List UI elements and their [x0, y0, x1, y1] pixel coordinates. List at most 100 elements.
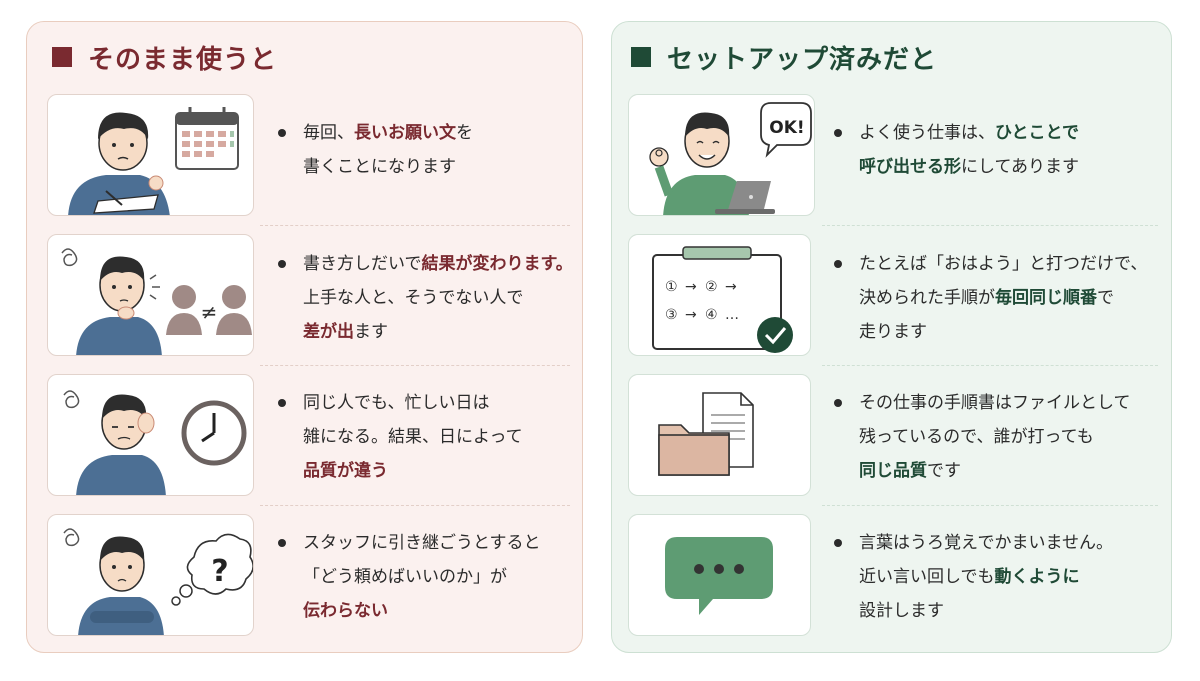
highlight-text: 呼び出せる形	[859, 157, 961, 177]
svg-text:→: →	[685, 279, 697, 295]
body-text: 残っているので、誰が打っても	[859, 427, 1094, 447]
tired-person-icon	[63, 390, 166, 495]
bullet-icon	[834, 129, 842, 137]
highlight-text: 同じ品質	[859, 461, 927, 481]
heading-square-icon	[631, 47, 651, 67]
body-text: スタッフに引き継ごうとすると	[303, 533, 541, 553]
bullet-icon	[834, 539, 842, 547]
not-equal-sign: ≠	[201, 300, 218, 324]
ok-person-icon	[649, 112, 749, 215]
solution-item-2: たとえば「おはよう」と打つだけで、決められた手順が毎回同じ順番で走ります	[834, 247, 1147, 349]
svg-text:…: …	[725, 307, 739, 323]
text-line: 品質が違う	[303, 454, 523, 488]
body-text: たとえば「おはよう」と打つだけで、	[859, 254, 1148, 274]
divider	[260, 225, 570, 226]
svg-text:③: ③	[665, 307, 678, 323]
svg-text:①: ①	[665, 279, 678, 295]
text-line: 「どう頼めばいいのか」が	[303, 560, 541, 594]
heading-square-icon	[52, 47, 72, 67]
text-line: 書き方しだいで結果が変わります。	[303, 247, 573, 281]
body-text: ます	[354, 322, 388, 342]
text-line: 近い言い回しでも動くように	[859, 560, 1113, 594]
calendar-icon	[175, 107, 239, 170]
bullet-icon	[278, 539, 286, 547]
text-line: 毎回、長いお願い文を	[303, 116, 473, 150]
clock-illustration-card	[47, 374, 254, 496]
body-text: 設計します	[859, 601, 944, 621]
highlight-text: 長いお願い文	[354, 123, 456, 143]
body-text: 書き方しだいで	[303, 254, 422, 274]
laptop-icon	[715, 181, 775, 214]
checklist-illustration-card: ① → ② → ③ → ④ …	[628, 234, 811, 356]
text-line: 差が出ます	[303, 315, 573, 349]
bullet-icon	[278, 129, 286, 137]
problem-item-2: 書き方しだいで結果が変わります。上手な人と、そうでない人で差が出ます	[278, 247, 573, 349]
highlight-text: 伝わらない	[303, 601, 388, 621]
folder-illustration-card	[628, 374, 811, 496]
highlight-text: 差が出	[303, 322, 354, 342]
bullet-icon	[834, 399, 842, 407]
solutions-heading: セットアップ済みだと	[631, 39, 937, 75]
body-text: です	[927, 461, 961, 481]
body-text: 書くことになります	[303, 157, 456, 177]
text-line: たとえば「おはよう」と打つだけで、	[859, 247, 1147, 281]
divider	[260, 505, 570, 506]
text-line: 雑になる。結果、日によって	[303, 420, 523, 454]
bullet-icon	[278, 260, 286, 268]
divider	[822, 365, 1158, 366]
chat-bubble-icon	[665, 537, 773, 615]
problem-item-3: 同じ人でも、忙しい日は雑になる。結果、日によって品質が違う	[278, 386, 523, 488]
people-compare-icon	[166, 285, 252, 335]
body-text: その仕事の手順書はファイルとして	[859, 393, 1131, 413]
ok-illustration-card: OK!	[628, 94, 815, 216]
text-line: その仕事の手順書はファイルとして	[859, 386, 1131, 420]
text-line: スタッフに引き継ごうとすると	[303, 526, 541, 560]
text-line: 残っているので、誰が打っても	[859, 420, 1131, 454]
divider	[260, 365, 570, 366]
body-text: よく使う仕事は、	[859, 123, 995, 143]
person-writing-icon	[68, 112, 170, 215]
text-line: 書くことになります	[303, 150, 473, 184]
body-text: を	[456, 123, 473, 143]
text-line: 呼び出せる形にしてあります	[859, 150, 1079, 184]
body-text: 決められた手順が	[859, 288, 995, 308]
comparison-illustration-card: ≠	[47, 234, 254, 356]
steps-list: ① → ② → ③ → ④ …	[665, 279, 739, 323]
body-text: 走ります	[859, 322, 927, 342]
divider	[822, 505, 1158, 506]
solution-item-3: その仕事の手順書はファイルとして残っているので、誰が打っても同じ品質です	[834, 386, 1131, 488]
question-illustration-card: ?	[47, 514, 254, 636]
text-line: 伝わらない	[303, 594, 541, 628]
text-line: 設計します	[859, 594, 1113, 628]
ok-speech-bubble-icon	[760, 102, 812, 158]
text-line: 走ります	[859, 315, 1147, 349]
highlight-text: 動くように	[994, 567, 1080, 587]
clipboard-icon	[652, 246, 782, 350]
text-line: 決められた手順が毎回同じ順番で	[859, 281, 1147, 315]
bullet-icon	[278, 399, 286, 407]
solution-item-1: よく使う仕事は、ひとことで呼び出せる形にしてあります	[834, 116, 1079, 184]
highlight-text: 結果が変わります。	[421, 254, 573, 274]
bullet-icon	[834, 260, 842, 268]
ok-label: OK!	[769, 118, 804, 138]
writing-illustration-card	[47, 94, 254, 216]
solution-item-4: 言葉はうろ覚えでかまいません。近い言い回しでも動くように設計します	[834, 526, 1113, 628]
highlight-text: 毎回同じ順番	[995, 288, 1097, 308]
problem-item-1: 毎回、長いお願い文を書くことになります	[278, 116, 473, 184]
question-mark: ?	[211, 554, 228, 589]
highlight-text: 品質が違う	[303, 461, 388, 481]
body-text: 雑になる。結果、日によって	[303, 427, 523, 447]
chat-illustration-card	[628, 514, 811, 636]
body-text: 「どう頼めばいいのか」が	[303, 567, 507, 587]
text-line: 上手な人と、そうでない人で	[303, 281, 573, 315]
svg-text:→: →	[685, 307, 697, 323]
body-text: 毎回、	[303, 123, 354, 143]
svg-text:②: ②	[705, 279, 718, 295]
text-line: よく使う仕事は、ひとことで	[859, 116, 1079, 150]
body-text: 上手な人と、そうでない人で	[303, 288, 524, 308]
folder-icon	[658, 424, 730, 476]
text-line: 同じ人でも、忙しい日は	[303, 386, 523, 420]
clock-icon	[181, 400, 247, 466]
solutions-title: セットアップ済みだと	[667, 44, 938, 75]
problems-heading: そのまま使うと	[52, 39, 277, 75]
